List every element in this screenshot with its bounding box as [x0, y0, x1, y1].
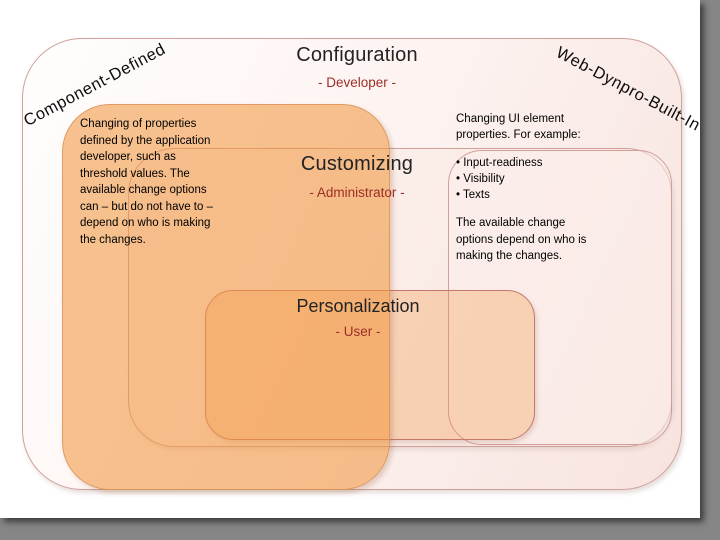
left-paragraph: Changing of properties defined by the ap…: [80, 116, 275, 248]
bullet-item: Visibility: [456, 171, 656, 187]
customizing-subtitle: - Administrator -: [309, 185, 405, 200]
right-bottom-line: options depend on who is: [456, 233, 587, 246]
left-paragraph-line: the changes.: [80, 233, 146, 246]
personalization-title: Personalization: [296, 296, 420, 316]
right-bottom-line: The available change: [456, 217, 566, 229]
right-bottom-paragraph: The available change options depend on w…: [456, 215, 656, 265]
right-top-paragraph: Changing UI element properties. For exam…: [456, 112, 666, 143]
left-paragraph-line: available change options: [80, 184, 207, 196]
configuration-title: Configuration: [296, 44, 418, 66]
left-paragraph-line: defined by the application: [80, 134, 211, 147]
left-paragraph-line: Changing of properties: [80, 118, 197, 130]
personalization-subtitle: - User -: [335, 324, 381, 339]
right-top-line: Changing UI element: [456, 113, 565, 125]
right-top-line: properties. For example:: [456, 128, 581, 141]
left-paragraph-line: depend on who is making: [80, 217, 211, 229]
left-paragraph-line: threshold values. The: [80, 167, 190, 180]
configuration-subtitle: - Developer -: [317, 75, 397, 90]
left-paragraph-line: can – but do not have to –: [80, 200, 213, 213]
component-defined-overlay: [62, 104, 390, 490]
slide: Configuration - Developer - Customizing …: [0, 0, 700, 518]
right-bottom-line: making the changes.: [456, 250, 563, 262]
ui-properties-bullet-list: Input-readiness Visibility Texts: [456, 155, 656, 204]
bullet-item: Input-readiness: [456, 155, 656, 171]
customizing-title: Customizing: [300, 153, 414, 175]
left-paragraph-line: developer, such as: [80, 151, 176, 163]
bullet-item: Texts: [456, 187, 656, 203]
